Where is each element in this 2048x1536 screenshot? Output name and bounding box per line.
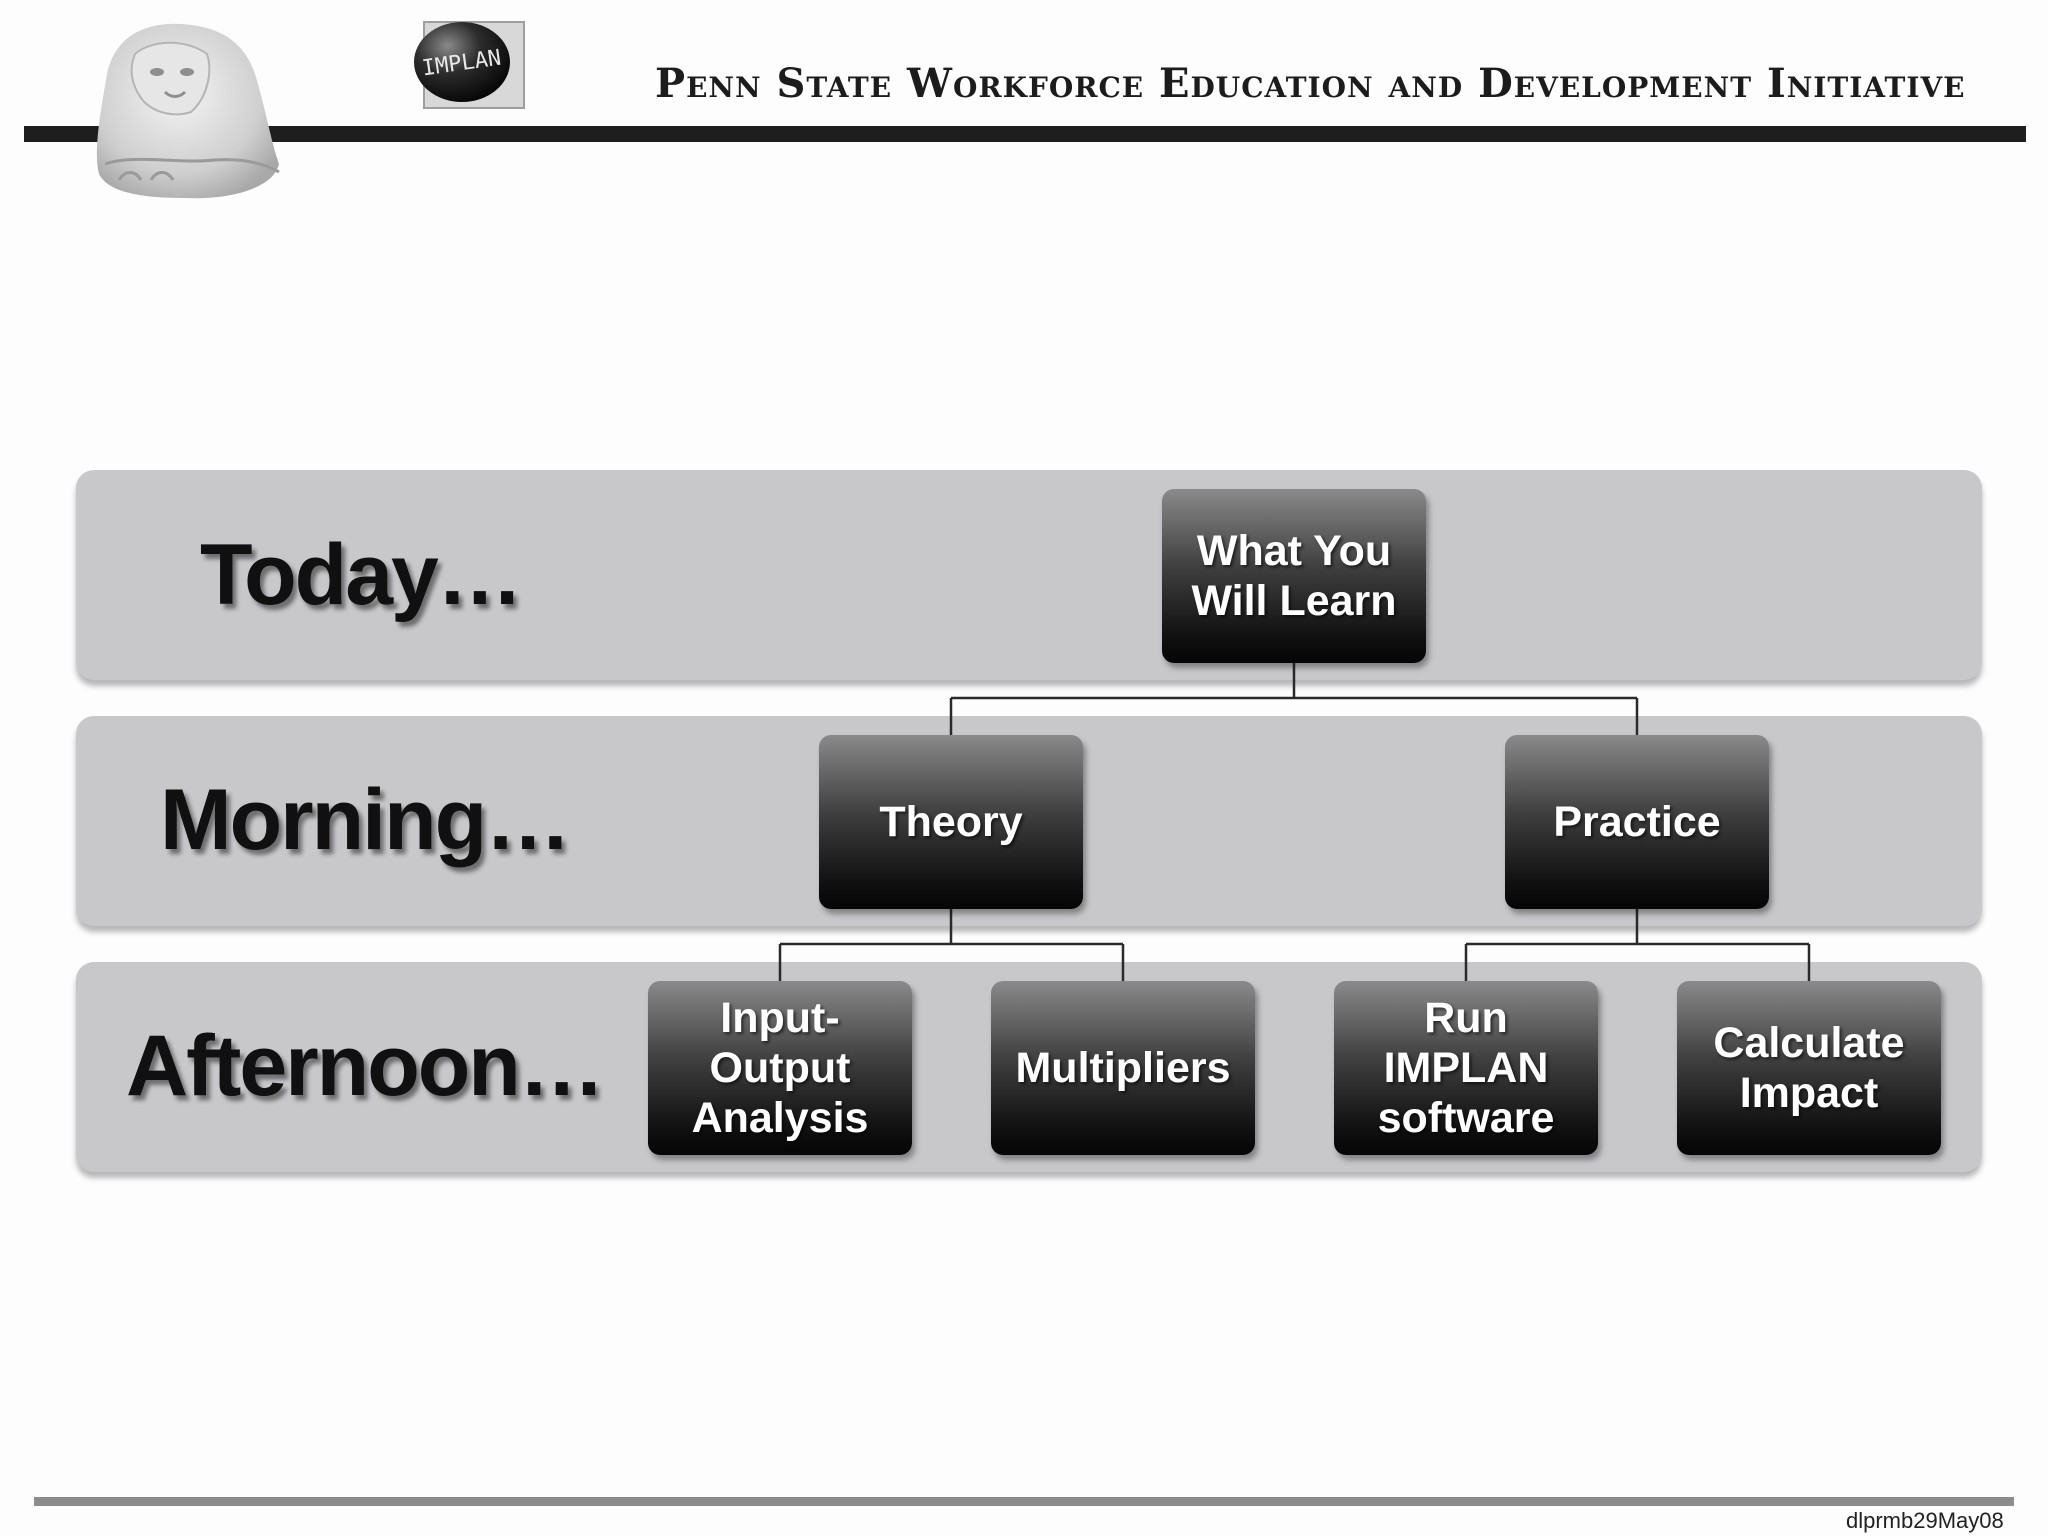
node-label-what-you-will-learn: What You Will Learn bbox=[1191, 527, 1397, 625]
band-today bbox=[76, 470, 1982, 680]
node-practice: Practice bbox=[1505, 735, 1769, 909]
node-run-implan-software: Run IMPLAN software bbox=[1334, 981, 1598, 1155]
footer-code: dlprmb29May08 bbox=[1846, 1508, 2004, 1533]
header-rule bbox=[24, 126, 2026, 142]
connector-practice-to-children bbox=[1464, 909, 1811, 981]
node-label-run-implan-software: Run IMPLAN software bbox=[1377, 994, 1555, 1142]
node-label-input-output-analysis: Input- Output Analysis bbox=[691, 994, 869, 1142]
node-label-multipliers: Multipliers bbox=[1015, 1044, 1231, 1092]
implan-logo-graphic: IMPLAN bbox=[414, 21, 525, 109]
node-label-practice: Practice bbox=[1553, 798, 1721, 846]
node-multipliers: Multipliers bbox=[991, 981, 1255, 1155]
node-input-output-analysis: Input- Output Analysis bbox=[648, 981, 912, 1155]
connector-theory-to-children bbox=[778, 909, 1125, 981]
header-title: Penn State Workforce Education and Devel… bbox=[655, 60, 1966, 107]
implan-logo: IMPLAN bbox=[410, 18, 525, 110]
node-what-you-will-learn: What You Will Learn bbox=[1162, 489, 1426, 663]
node-calculate-impact: Calculate Impact bbox=[1677, 981, 1941, 1155]
node-label-calculate-impact: Calculate Impact bbox=[1713, 1019, 1905, 1117]
band-label-afternoon: Afternoon… bbox=[126, 1018, 605, 1114]
nittany-lion-logo bbox=[96, 23, 280, 199]
node-theory: Theory bbox=[819, 735, 1083, 909]
footer-rule bbox=[34, 1497, 2014, 1506]
band-label-today: Today… bbox=[200, 527, 523, 623]
band-label-morning: Morning… bbox=[160, 772, 571, 868]
connector-root-to-level2 bbox=[949, 663, 1639, 735]
node-label-theory: Theory bbox=[879, 798, 1023, 846]
